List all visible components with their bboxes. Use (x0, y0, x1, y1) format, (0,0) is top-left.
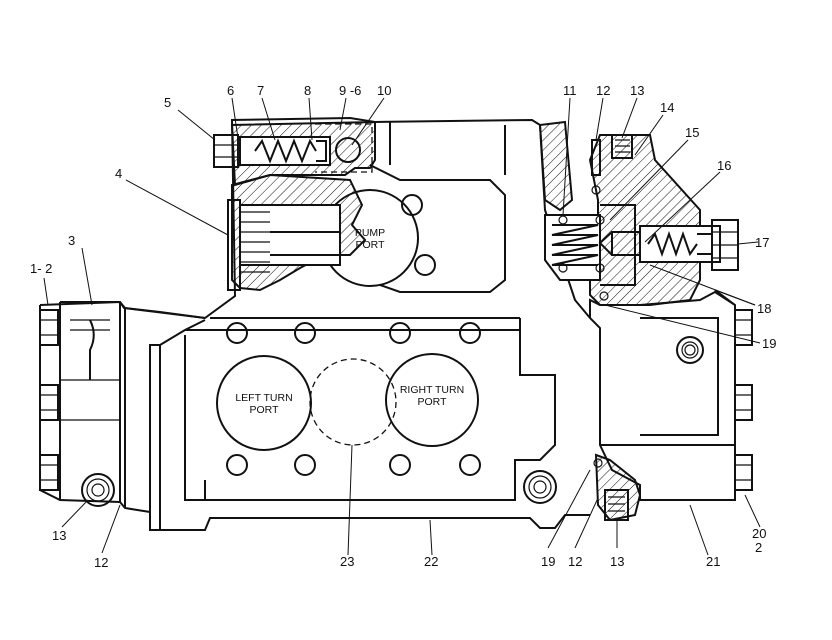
right-turn-port-label-line2: PORT (418, 396, 448, 408)
left-turn-port-label-line1: LEFT TURN (235, 392, 292, 404)
callout-1-2: 1- 2 (30, 261, 52, 276)
left-turn-port-label-line2: PORT (250, 404, 280, 416)
callout-20-sub: 2 (755, 540, 762, 555)
callout-3: 3 (68, 233, 75, 248)
left-turn-port: LEFT TURN PORT (216, 355, 312, 451)
callout-23: 23 (340, 554, 354, 569)
bolt-holes (81, 194, 557, 507)
callout-15: 15 (685, 125, 699, 140)
callout-8: 8 (304, 83, 311, 98)
callout-12-bottom: 12 (568, 554, 582, 569)
hidden-port (309, 358, 397, 446)
callout-7: 7 (257, 83, 264, 98)
callout-13-top: 13 (630, 83, 644, 98)
callout-10: 10 (377, 83, 391, 98)
callout-4: 4 (115, 166, 122, 181)
callout-12-left: 12 (94, 555, 108, 570)
callout-13-bottom: 13 (610, 554, 624, 569)
callout-labels: 1- 2 3 4 5 6 7 8 9 -6 10 11 12 13 14 15 … (30, 83, 776, 570)
callout-12-top: 12 (596, 83, 610, 98)
right-turn-port: RIGHT TURN PORT (385, 353, 479, 447)
callout-20: 20 (752, 526, 766, 541)
callout-22: 22 (424, 554, 438, 569)
check-valve-cutaway (538, 120, 739, 306)
right-turn-port-label-line1: RIGHT TURN (400, 384, 464, 396)
lower-check-cutaway (593, 453, 642, 522)
callout-16: 16 (717, 158, 731, 173)
right-cap-bolts (735, 309, 753, 491)
callout-13-left: 13 (52, 528, 66, 543)
callout-11: 11 (563, 83, 577, 98)
callout-19-bottom: 19 (541, 554, 555, 569)
callout-18: 18 (757, 301, 771, 316)
callout-19-right: 19 (762, 336, 776, 351)
callout-6: 6 (227, 83, 234, 98)
valve-body (39, 116, 753, 531)
callout-14: 14 (660, 100, 674, 115)
callout-5: 5 (164, 95, 171, 110)
callout-17: 17 (755, 235, 769, 250)
callout-21: 21 (706, 554, 720, 569)
leader-lines (43, 97, 761, 556)
left-cap-bolts (39, 309, 59, 491)
relief-valve-cutaway (213, 120, 376, 292)
callout-9-6: 9 -6 (339, 83, 361, 98)
